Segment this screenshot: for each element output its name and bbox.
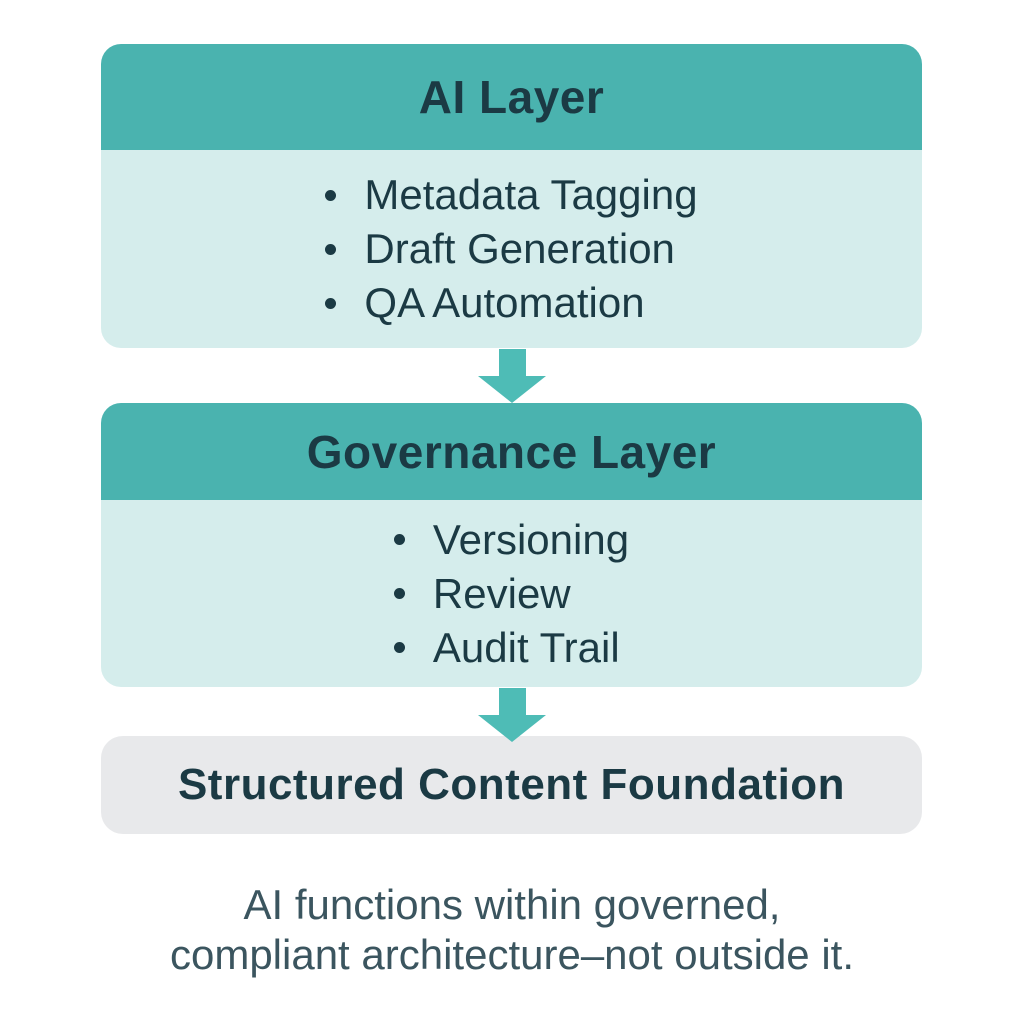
down-arrow-stem	[498, 688, 526, 715]
governance-layer-bullet-list: Versioning Review Audit Trail	[393, 513, 630, 675]
down-arrow-head	[478, 376, 546, 403]
foundation-label: Structured Content Foundation	[177, 760, 846, 809]
ai-layer-header: AI Layer	[101, 44, 922, 150]
down-arrow-stem	[498, 349, 526, 376]
caption-line-2: compliant architecture–not outside it.	[169, 931, 855, 978]
governance-layer-header: Governance Layer	[101, 403, 922, 500]
bullet-label: Versioning	[432, 515, 630, 563]
bullet-dot-icon	[325, 297, 337, 309]
bullet-label: Review	[432, 569, 571, 617]
list-item: Versioning	[393, 513, 630, 567]
bullet-label: Draft Generation	[364, 225, 675, 272]
down-arrow-icon	[478, 349, 546, 403]
down-arrow-icon	[478, 688, 546, 742]
ai-layer-title: AI Layer	[418, 71, 605, 123]
caption: AI functions within governed, compliant …	[0, 880, 1024, 980]
list-item: QA Automation	[325, 276, 697, 330]
governance-layer-box: Governance Layer Versioning Review Audit…	[101, 403, 922, 687]
bullet-dot-icon	[325, 189, 337, 201]
foundation-box: Structured Content Foundation	[101, 736, 922, 834]
list-item: Review	[393, 567, 629, 621]
ai-layer-body: Metadata Tagging Draft Generation QA Aut…	[101, 150, 922, 348]
bullet-dot-icon	[393, 534, 405, 545]
ai-layer-bullet-list: Metadata Tagging Draft Generation QA Aut…	[325, 168, 698, 330]
list-item: Metadata Tagging	[325, 168, 698, 222]
bullet-label: QA Automation	[364, 279, 645, 326]
caption-line-1: AI functions within governed,	[243, 881, 781, 928]
down-arrow-head	[478, 715, 546, 742]
bullet-dot-icon	[393, 588, 405, 599]
governance-layer-body: Versioning Review Audit Trail	[101, 500, 922, 687]
bullet-label: Audit Trail	[432, 623, 620, 671]
list-item: Audit Trail	[393, 621, 629, 675]
ai-layer-box: AI Layer Metadata Tagging Draft Generati…	[101, 44, 922, 348]
bullet-dot-icon	[325, 243, 337, 255]
list-item: Draft Generation	[325, 222, 697, 276]
governance-layer-title: Governance Layer	[306, 425, 717, 478]
bullet-label: Metadata Tagging	[364, 171, 698, 218]
bullet-dot-icon	[393, 642, 405, 653]
